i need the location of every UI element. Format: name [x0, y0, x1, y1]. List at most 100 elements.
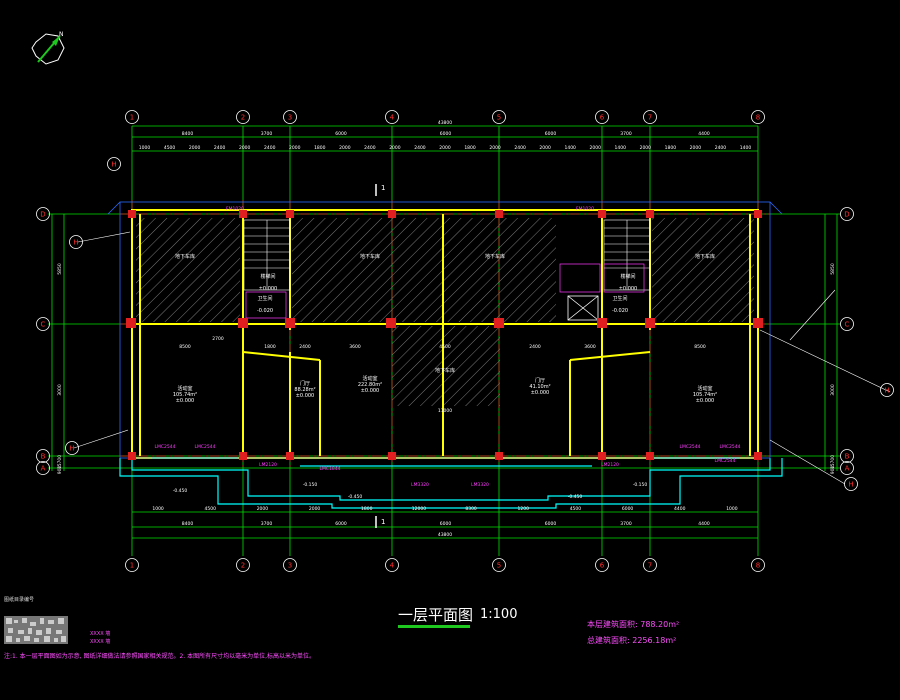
axis-bubble: 5: [492, 110, 506, 124]
axis-label: A: [845, 465, 850, 473]
room-level: -0.020: [612, 308, 628, 314]
axis-label: 4: [390, 114, 395, 122]
axis-label: H: [111, 161, 116, 169]
dimension-value: 900: [830, 466, 836, 475]
dimension-value: 1800: [665, 145, 677, 151]
axis-label: A: [41, 465, 46, 473]
room-area: 105.74m²: [173, 392, 197, 398]
level-mark: -0.450: [568, 494, 583, 500]
dimension-value: 6000: [622, 506, 634, 512]
dimension-value: 6000: [335, 131, 347, 137]
axis-bubble: 8: [751, 558, 765, 572]
room-area: 105.74m²: [693, 392, 717, 398]
axis-bubble: H: [107, 157, 121, 171]
stair-right-icon: [603, 219, 651, 291]
stair-left-icon: [243, 219, 291, 291]
axis-bubble: B: [36, 449, 50, 463]
svg-text:N: N: [59, 31, 64, 38]
dimension-value: 2000: [189, 145, 201, 151]
dimension-value: 1000: [139, 145, 151, 151]
room-name: 活动室: [177, 385, 192, 392]
leader-lines: [73, 231, 891, 485]
window-tag: FM1020: [226, 206, 244, 212]
dimension-value: 4500: [205, 506, 217, 512]
dimension-value: 4500: [439, 344, 451, 350]
legend-line: XXXX 墙: [90, 639, 111, 645]
axis-bubble: A: [36, 461, 50, 475]
axis-bubble: 7: [643, 558, 657, 572]
dimension-value: 900: [57, 466, 63, 475]
title-underline: [398, 625, 470, 628]
drawing-title: 一层平面图: [398, 606, 474, 624]
dimension-value: 5850: [830, 263, 836, 275]
north-arrow-icon: N: [31, 31, 65, 65]
axis-label: 8: [756, 562, 760, 570]
axis-label: 4: [390, 562, 395, 570]
axis-label: 3: [288, 114, 292, 122]
hatch-label: 地下车库: [175, 253, 195, 260]
hatch-label: 地下车库: [435, 367, 455, 374]
room-area: 222.80m²: [358, 382, 382, 388]
dimension-value: 4500: [570, 506, 582, 512]
entrance-walls: [119, 457, 783, 509]
room-level: ±0.000: [176, 398, 195, 404]
axis-label: 8: [756, 114, 760, 122]
dimension-value: 3600: [349, 344, 361, 350]
dimension-value: 6000: [440, 521, 452, 527]
dimension-value: 1000: [152, 506, 164, 512]
axis-bubble: 8: [751, 110, 765, 124]
axis-label: C: [41, 321, 46, 329]
dimension-value: 6000: [545, 521, 557, 527]
dimension-value: 2000: [690, 145, 702, 151]
axis-label: H: [73, 239, 78, 247]
axis-bubble: 2: [236, 558, 250, 572]
room-name: 卫生间: [612, 295, 627, 302]
dimension-value: 8500: [694, 344, 706, 350]
dimension-value: 1000: [726, 506, 738, 512]
dimension-value: 3700: [261, 131, 273, 137]
dimension-value: 8300: [465, 506, 477, 512]
dimension-value: 43800: [438, 120, 452, 126]
window-tag: LMC2544: [195, 444, 216, 450]
dimension-value: 8400: [182, 131, 194, 137]
window-tag: LMC2544: [155, 444, 176, 450]
axis-bubble: D: [36, 207, 50, 221]
window-tag: LMC1844: [320, 466, 341, 472]
dimension-value: 4400: [698, 521, 710, 527]
qr-code-icon: [4, 616, 68, 644]
dimension-value: 5850: [57, 263, 63, 275]
dimension-value: 43800: [438, 532, 452, 538]
axis-label: D: [844, 211, 849, 219]
dimension-value: 2000: [489, 145, 501, 151]
room-label: 卫生间 -0.020: [612, 295, 628, 314]
room-area: 41.10m²: [529, 384, 550, 390]
axis-bubble: 3: [283, 110, 297, 124]
axis-label: H: [848, 481, 853, 489]
dimension-value: 2400: [264, 145, 276, 151]
axis-bubble: 1: [125, 558, 139, 572]
dimension-value: 8400: [182, 521, 194, 527]
toilet-fixtures: [245, 263, 645, 319]
dimension-value: 11000: [438, 408, 452, 414]
dimension-value: 1800: [361, 506, 373, 512]
total-area: 总建筑面积: 2256.18m²: [587, 636, 677, 645]
dimension-value: 1400: [740, 145, 752, 151]
dimension-value: 1800: [264, 344, 276, 350]
dimension-value: 15700: [57, 455, 63, 469]
legend: XXXX 墙 XXXX 墙: [90, 630, 110, 646]
window-tag: LM2120: [259, 462, 277, 468]
axis-label: 1: [130, 562, 134, 570]
dimension-value: 2000: [289, 145, 301, 151]
legend-line: XXXX 墙: [90, 631, 111, 637]
room-name: 卫生间: [257, 295, 272, 302]
room-level: -0.020: [257, 308, 273, 314]
axis-label: B: [845, 453, 850, 461]
axis-label: 6: [600, 114, 605, 122]
room-name: 门厅: [300, 380, 310, 387]
dimension-value: 8500: [179, 344, 191, 350]
